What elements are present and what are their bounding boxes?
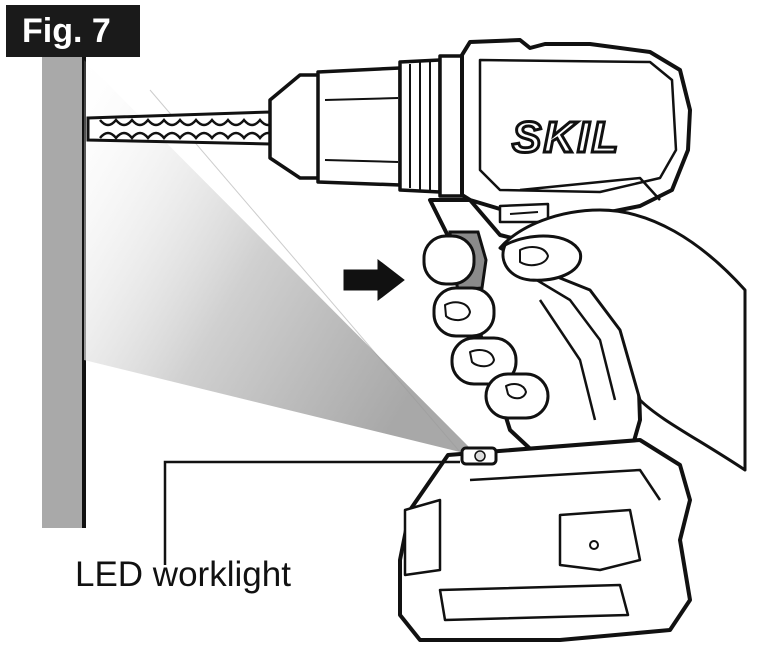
drill-body [460, 38, 692, 224]
arrow-right-icon [343, 258, 405, 302]
brand-logo: SKIL [512, 113, 620, 162]
wall [42, 40, 86, 528]
hand [422, 208, 747, 472]
callout-leader [163, 460, 460, 565]
callout-label: LED worklight [75, 555, 291, 594]
led-worklight [460, 446, 498, 466]
light-beam [84, 60, 470, 452]
battery-pack [398, 438, 692, 642]
drill-bit [86, 110, 287, 146]
figure-label: Fig. 7 [6, 5, 140, 57]
drill-chuck [268, 54, 467, 198]
